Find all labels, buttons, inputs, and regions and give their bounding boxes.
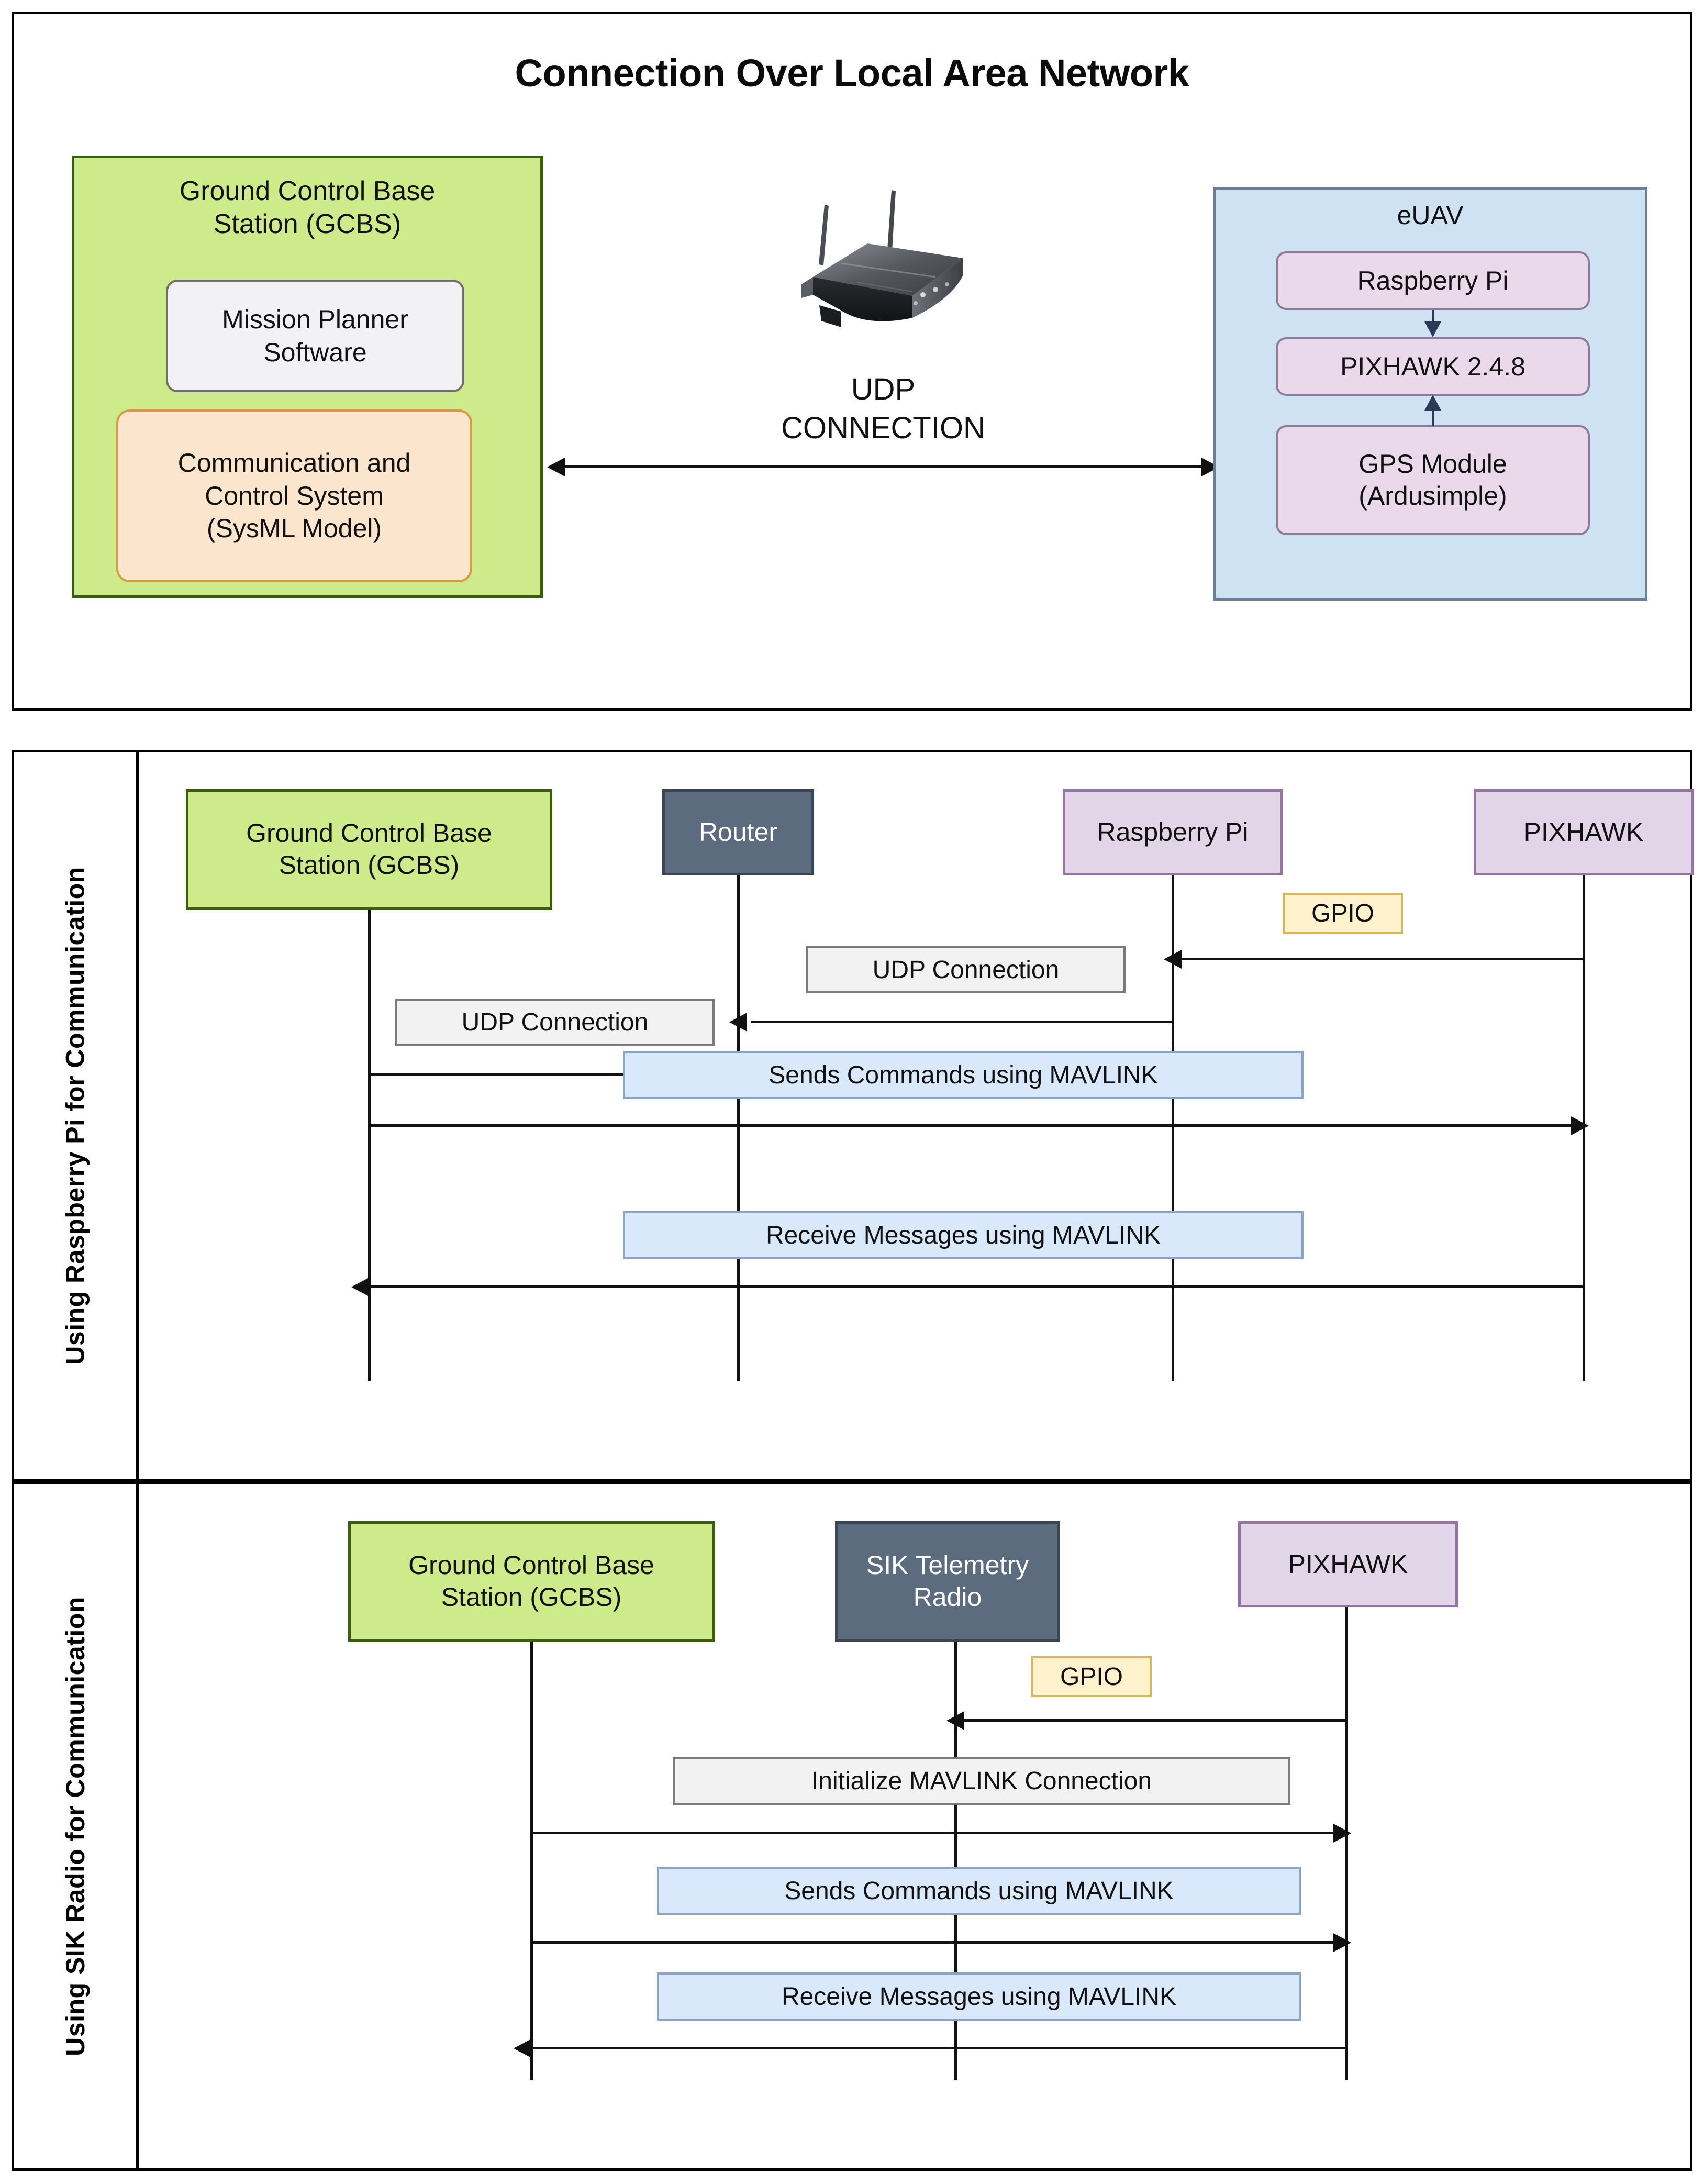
- lifeline-raspberry-pi: [1172, 875, 1174, 1381]
- sik-radio-sequence-panel: Using SIK Radio for Communication Ground…: [12, 1482, 1692, 2171]
- message-arrow-udp-rpi-router: [729, 1013, 747, 1032]
- message-label-sends-commands: Sends Commands using MAVLINK: [657, 1867, 1301, 1915]
- actor-pixhawk: PIXHAWK: [1474, 789, 1694, 875]
- lifeline-gcbs: [530, 1642, 533, 2080]
- actor-raspberry-pi: Raspberry Pi: [1063, 789, 1283, 875]
- message-label-gpio: GPIO: [1283, 893, 1403, 934]
- message-arrow-initialize-mavlink: [1333, 1824, 1351, 1843]
- actor-pixhawk: PIXHAWK: [1238, 1521, 1458, 1607]
- message-line-gpio: [963, 1719, 1348, 1722]
- message-line-initialize-mavlink: [531, 1832, 1345, 1834]
- message-line-gpio: [1180, 958, 1584, 960]
- message-label-udp-rpi-router: UDP Connection: [806, 946, 1126, 993]
- message-line-receive-messages: [369, 1285, 1584, 1288]
- message-line-udp-rpi-router: [751, 1021, 1173, 1023]
- message-arrow-receive-messages: [351, 1278, 369, 1296]
- message-arrow-receive-messages: [514, 2039, 531, 2058]
- message-label-receive-messages: Receive Messages using MAVLINK: [623, 1211, 1304, 1259]
- euav-item-gps-module: GPS Module(Ardusimple): [1276, 425, 1590, 535]
- sik-panel-side-label: Using SIK Radio for Communication: [14, 1484, 139, 2168]
- message-arrow-sends-commands: [1333, 1933, 1351, 1952]
- udp-link-arrow-left: [547, 458, 565, 476]
- sik-panel-side-label-text: Using SIK Radio for Communication: [60, 1597, 90, 2056]
- lifeline-router: [737, 875, 740, 1381]
- message-label-receive-messages: Receive Messages using MAVLINK: [657, 1972, 1301, 2021]
- actor-router: Router: [662, 789, 814, 875]
- message-line-receive-messages: [531, 2047, 1345, 2049]
- euav-item-raspberry-pi: Raspberry Pi: [1276, 251, 1590, 310]
- udp-link-line: [564, 465, 1202, 468]
- lifeline-pixhawk: [1345, 1607, 1348, 2080]
- raspberry-pi-sequence-panel: Using Raspberry Pi for Communication Gro…: [12, 750, 1694, 1482]
- rpi-panel-side-label-text: Using Raspberry Pi for Communication: [60, 867, 90, 1365]
- lifeline-sik-telemetry-radio: [954, 1642, 957, 2080]
- page-title: Connection Over Local Area Network: [515, 51, 1189, 95]
- message-arrow-gpio: [1164, 950, 1182, 969]
- euav-block: eUAV Raspberry Pi PIXHAWK 2.4.8 GPS Modu…: [1213, 187, 1647, 601]
- message-arrow-gpio: [946, 1711, 964, 1730]
- overview-panel: Connection Over Local Area Network Groun…: [12, 12, 1692, 711]
- lifeline-gcbs: [368, 910, 371, 1381]
- gps-to-pixhawk-arrow: [1424, 395, 1441, 411]
- message-line-sends-commands: [531, 1941, 1345, 1944]
- rpi-to-pixhawk-arrow: [1424, 321, 1441, 337]
- gps-to-pixhawk-line: [1432, 399, 1434, 426]
- message-line-sends-commands: [369, 1124, 1584, 1127]
- message-arrow-sends-commands: [1571, 1116, 1589, 1135]
- rpi-panel-side-label: Using Raspberry Pi for Communication: [14, 752, 139, 1479]
- message-label-initialize-mavlink: Initialize MAVLINK Connection: [673, 1757, 1290, 1805]
- message-label-sends-commands: Sends Commands using MAVLINK: [623, 1051, 1304, 1099]
- wireless-router-icon: [801, 190, 963, 327]
- euav-item-pixhawk: PIXHAWK 2.4.8: [1276, 337, 1590, 396]
- message-line-udp-gcbs-router: [369, 1073, 736, 1076]
- message-label-gpio: GPIO: [1031, 1656, 1152, 1697]
- message-label-udp-gcbs-router: UDP Connection: [395, 999, 715, 1046]
- euav-title: eUAV: [1397, 201, 1464, 230]
